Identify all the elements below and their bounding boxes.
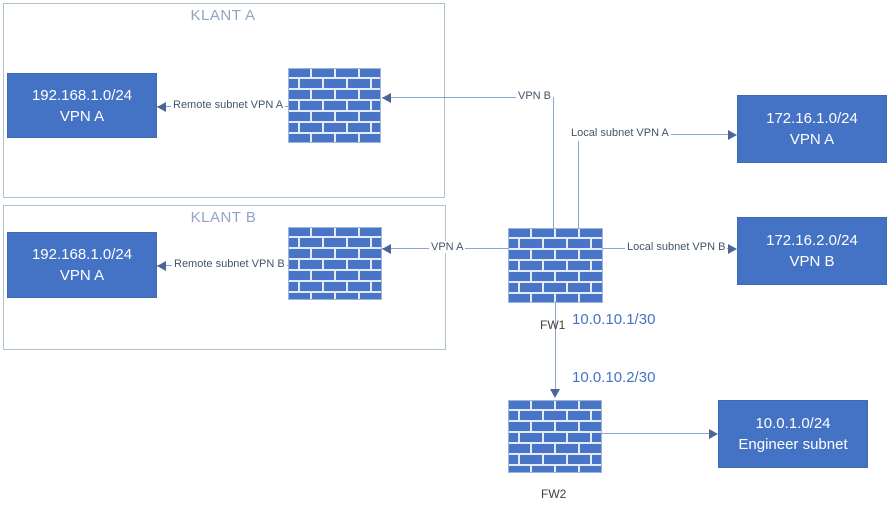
klant-b-group-title: KLANT B: [190, 209, 257, 226]
node-ip-line: 192.168.1.0/24: [31, 246, 133, 263]
edge-label-remote-subnet-vpn-a: Remote subnet VPN A: [171, 99, 286, 111]
node-label-line: VPN A: [59, 267, 105, 284]
arrowhead-local-subnet-vpn-b: [728, 244, 737, 254]
fw1-interface-ip: 10.0.10.1/30: [572, 311, 656, 328]
node-klant-b-remote-subnet: 192.168.1.0/24 VPN A: [7, 232, 157, 298]
node-engineer-subnet: 10.0.1.0/24 Engineer subnet: [718, 400, 868, 468]
edge-label-local-subnet-vpn-a: Local subnet VPN A: [569, 127, 671, 139]
connector-fw1-fw2: [555, 303, 556, 391]
node-label-line: VPN B: [789, 253, 835, 270]
connector-fw2-engineer: [602, 433, 711, 434]
node-vpn-a-local-subnet: 172.16.1.0/24 VPN A: [737, 95, 887, 163]
firewall-fw2-icon: [508, 400, 602, 473]
fw2-interface-ip: 10.0.10.2/30: [572, 369, 656, 386]
fw1-label: FW1: [540, 318, 566, 332]
node-label-line: Engineer subnet: [738, 436, 848, 453]
arrowhead-local-subnet-vpn-a: [728, 130, 737, 140]
fw2-label: FW2: [541, 487, 567, 501]
node-ip-line: 192.168.1.0/24: [31, 86, 133, 104]
arrowhead-vpn-b: [382, 93, 391, 103]
arrowhead-remote-subnet-vpn-a: [157, 102, 166, 112]
node-klant-a-remote-subnet: 192.168.1.0/24 VPN A: [7, 73, 157, 138]
connector-vpn-b-vertical: [553, 97, 554, 228]
node-ip-line: 172.16.1.0/24: [766, 110, 858, 127]
edge-label-local-subnet-vpn-b: Local subnet VPN B: [625, 241, 728, 253]
node-vpn-b-local-subnet: 172.16.2.0/24 VPN B: [737, 217, 887, 285]
connector-local-subnet-vpn-a-horizontal: [655, 134, 730, 135]
firewall-klant-b-icon: [288, 227, 382, 300]
arrowhead-remote-subnet-vpn-b: [157, 261, 166, 271]
connector-vpn-b-horizontal: [382, 97, 553, 98]
node-label-line: VPN A: [59, 107, 105, 125]
firewall-fw1-icon: [508, 228, 603, 303]
arrowhead-fw1-fw2: [550, 389, 560, 398]
node-ip-line: 10.0.1.0/24: [755, 415, 831, 432]
node-ip-line: 172.16.2.0/24: [766, 232, 858, 249]
edge-label-remote-subnet-vpn-b: Remote subnet VPN B: [172, 258, 287, 270]
firewall-klant-a-icon: [288, 68, 381, 143]
edge-label-vpn-a: VPN A: [429, 241, 466, 253]
edge-label-vpn-b: VPN B: [516, 90, 554, 102]
connector-local-subnet-vpn-a-vertical: [578, 141, 579, 228]
arrowhead-fw2-engineer: [709, 429, 718, 439]
arrowhead-vpn-a: [382, 244, 391, 254]
node-label-line: VPN A: [789, 131, 835, 148]
klant-a-group-title: KLANT A: [190, 7, 256, 24]
